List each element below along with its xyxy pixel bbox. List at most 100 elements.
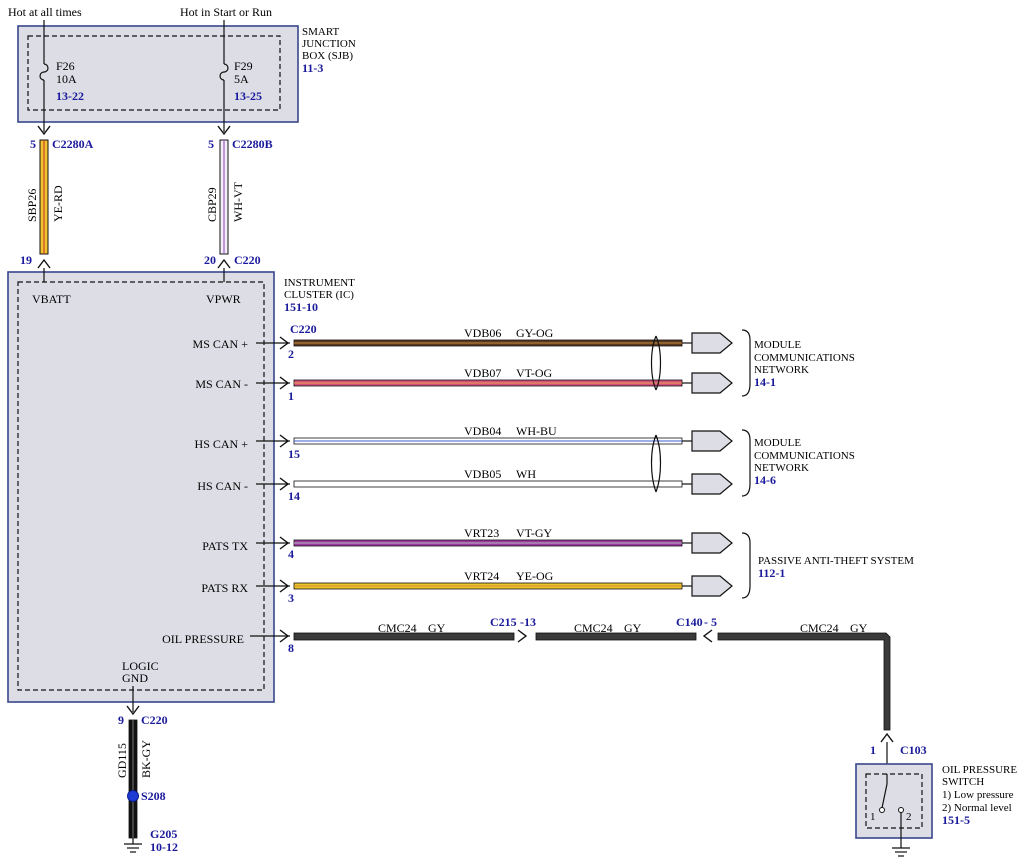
feed-b-connector-bottom: C220 — [234, 253, 261, 267]
connector-chevron-icon — [279, 477, 290, 491]
signal-circuit: VRT24 — [464, 569, 499, 583]
connector-chevron-icon — [279, 629, 290, 643]
network-connector-icons — [682, 332, 733, 597]
fuse-f29-ref: 13-25 — [234, 89, 262, 103]
signal-label: HS CAN - — [197, 479, 248, 493]
feed-b-color: WH-VT — [231, 181, 245, 222]
pats-ref: 112-1 — [758, 566, 785, 580]
sjb-title-line3: BOX (SJB) — [302, 50, 353, 62]
signal-pin: 2 — [288, 347, 294, 361]
feed-wire-b: 5 C2280B CBP29 WH-VT 20 C220 — [204, 125, 273, 269]
connector-chevron-icon — [37, 258, 51, 269]
ms-network-destination: MODULE COMMUNICATIONS NETWORK 14-1 — [754, 339, 855, 389]
signal-pin: 4 — [288, 547, 294, 561]
feed-wire-a: 5 C2280A SBP26 YE-RD 19 — [20, 125, 94, 269]
smart-junction-box: F26 10A 13-22 F29 5A 13-25 SMART JUNCTIO… — [17, 20, 356, 132]
bracket-icon — [741, 329, 751, 397]
ms-network-line3: NETWORK — [754, 364, 809, 376]
bracket-icon — [741, 429, 751, 497]
splice-icon — [127, 790, 139, 802]
fuse-f26-name: F26 — [56, 59, 75, 73]
switch-contact-1: 1 — [870, 811, 876, 823]
connector-chevron-icon — [279, 376, 290, 390]
oil-connector-2: C140 — [676, 615, 703, 629]
signal-color: GY-OG — [516, 326, 554, 340]
oil-circuit-2: CMC24 — [574, 621, 613, 635]
oil-color-3: GY — [850, 621, 868, 635]
switch-contact-icon — [881, 783, 888, 809]
connector-chevron-icon — [880, 732, 894, 743]
pats-destination: PASSIVE ANTI-THEFT SYSTEM 112-1 — [758, 555, 914, 580]
oil-color-1: GY — [428, 621, 446, 635]
feed-a-pin-bottom: 19 — [20, 253, 32, 267]
ground-circuit: 9 C220 GD115 BK-GY S208 G205 10-12 — [115, 705, 178, 854]
feed-b-circuit: CBP29 — [205, 187, 219, 222]
pats-title: PASSIVE ANTI-THEFT SYSTEM — [758, 555, 914, 567]
hs-network-line2: COMMUNICATIONS — [754, 450, 855, 462]
ic-title-line2: CLUSTER (IC) — [284, 289, 354, 301]
ms-network-line1: MODULE — [754, 339, 801, 351]
sjb-title-line2: JUNCTION — [302, 38, 356, 50]
signal-line-pats-tx: PATS TX 4 VRT23 VT-GY — [202, 526, 683, 561]
fuse-f26-ref: 13-22 — [56, 89, 84, 103]
signal-circuit: VDB04 — [464, 424, 501, 438]
ic-connector-label: C220 — [290, 322, 317, 336]
switch-contact-2: 2 — [906, 811, 912, 823]
signal-color: VT-OG — [516, 366, 553, 380]
twisted-pair-hs-icon — [650, 434, 662, 493]
oil-pressure-switch: 1 2 OIL PRESSURE SWITCH 1) Low pressure … — [855, 763, 1017, 857]
signal-circuit: VRT23 — [464, 526, 499, 540]
signal-color: YE-OG — [516, 569, 554, 583]
hs-network-line3: NETWORK — [754, 462, 809, 474]
ground-circuit-id: GD115 — [115, 743, 129, 778]
ic-vpwr-label: VPWR — [206, 292, 241, 306]
ms-network-line2: COMMUNICATIONS — [754, 352, 855, 364]
sjb-ref: 11-3 — [302, 61, 323, 75]
oil-switch-title-line2: SWITCH — [942, 776, 984, 788]
oil-switch-pin: 1 — [870, 743, 876, 757]
connector-chevron-icon — [126, 705, 140, 716]
sjb-title-line1: SMART — [302, 26, 340, 38]
signal-label: PATS RX — [201, 581, 248, 595]
signal-pin: 3 — [288, 591, 294, 605]
hs-network-line1: MODULE — [754, 437, 801, 449]
splice-label: S208 — [141, 789, 166, 803]
twisted-pair-ms-icon — [650, 335, 662, 391]
ic-title-line1: INSTRUMENT — [284, 277, 355, 289]
ic-ref: 151-10 — [284, 300, 318, 314]
fuse-f29-rating: 5A — [234, 72, 249, 86]
signal-color: WH — [516, 467, 536, 481]
signal-label: MS CAN - — [195, 377, 248, 391]
signal-line-hs-can-minus: HS CAN - 14 VDB05 WH — [197, 467, 683, 503]
fuse-f26-icon — [39, 63, 49, 81]
oil-pressure-pin: 8 — [288, 641, 294, 655]
signal-circuit: VDB06 — [464, 326, 501, 340]
connector-chevron-icon — [517, 629, 528, 643]
oil-circuit-1: CMC24 — [378, 621, 417, 635]
ground-wire-color: BK-GY — [139, 740, 153, 778]
feed-b-pin-bottom: 20 — [204, 253, 216, 267]
signal-circuit: VDB05 — [464, 467, 501, 481]
hot-always-label: Hot at all times — [8, 5, 82, 19]
fuse-f26-rating: 10A — [56, 72, 77, 86]
oil-switch-title-line1: OIL PRESSURE — [942, 764, 1017, 776]
feed-b-pin-top: 5 — [208, 137, 214, 151]
oil-connector-1: C215 — [490, 615, 517, 629]
signal-label: MS CAN + — [193, 337, 249, 351]
ground-pin: 9 — [118, 713, 124, 727]
connector-chevron-icon — [279, 536, 290, 550]
instrument-cluster: VBATT VPWR INSTRUMENT CLUSTER (IC) 151-1… — [7, 268, 355, 712]
oil-switch-note-2: 2) Normal level — [942, 802, 1012, 814]
signal-pin: 15 — [288, 447, 300, 461]
oil-connector-2-pin: - 5 — [704, 615, 717, 629]
oil-connector-1-pin: -13 — [520, 615, 536, 629]
ic-logic-gnd-line1: LOGIC — [122, 659, 159, 673]
signal-line-pats-rx: PATS RX 3 VRT24 YE-OG — [201, 569, 683, 605]
signal-label: HS CAN + — [195, 437, 249, 451]
signal-color: WH-BU — [516, 424, 557, 438]
connector-chevron-icon — [279, 579, 290, 593]
oil-switch-note-1: 1) Low pressure — [942, 789, 1014, 801]
feed-a-color: YE-RD — [51, 185, 65, 222]
connector-chevron-icon — [279, 336, 290, 350]
